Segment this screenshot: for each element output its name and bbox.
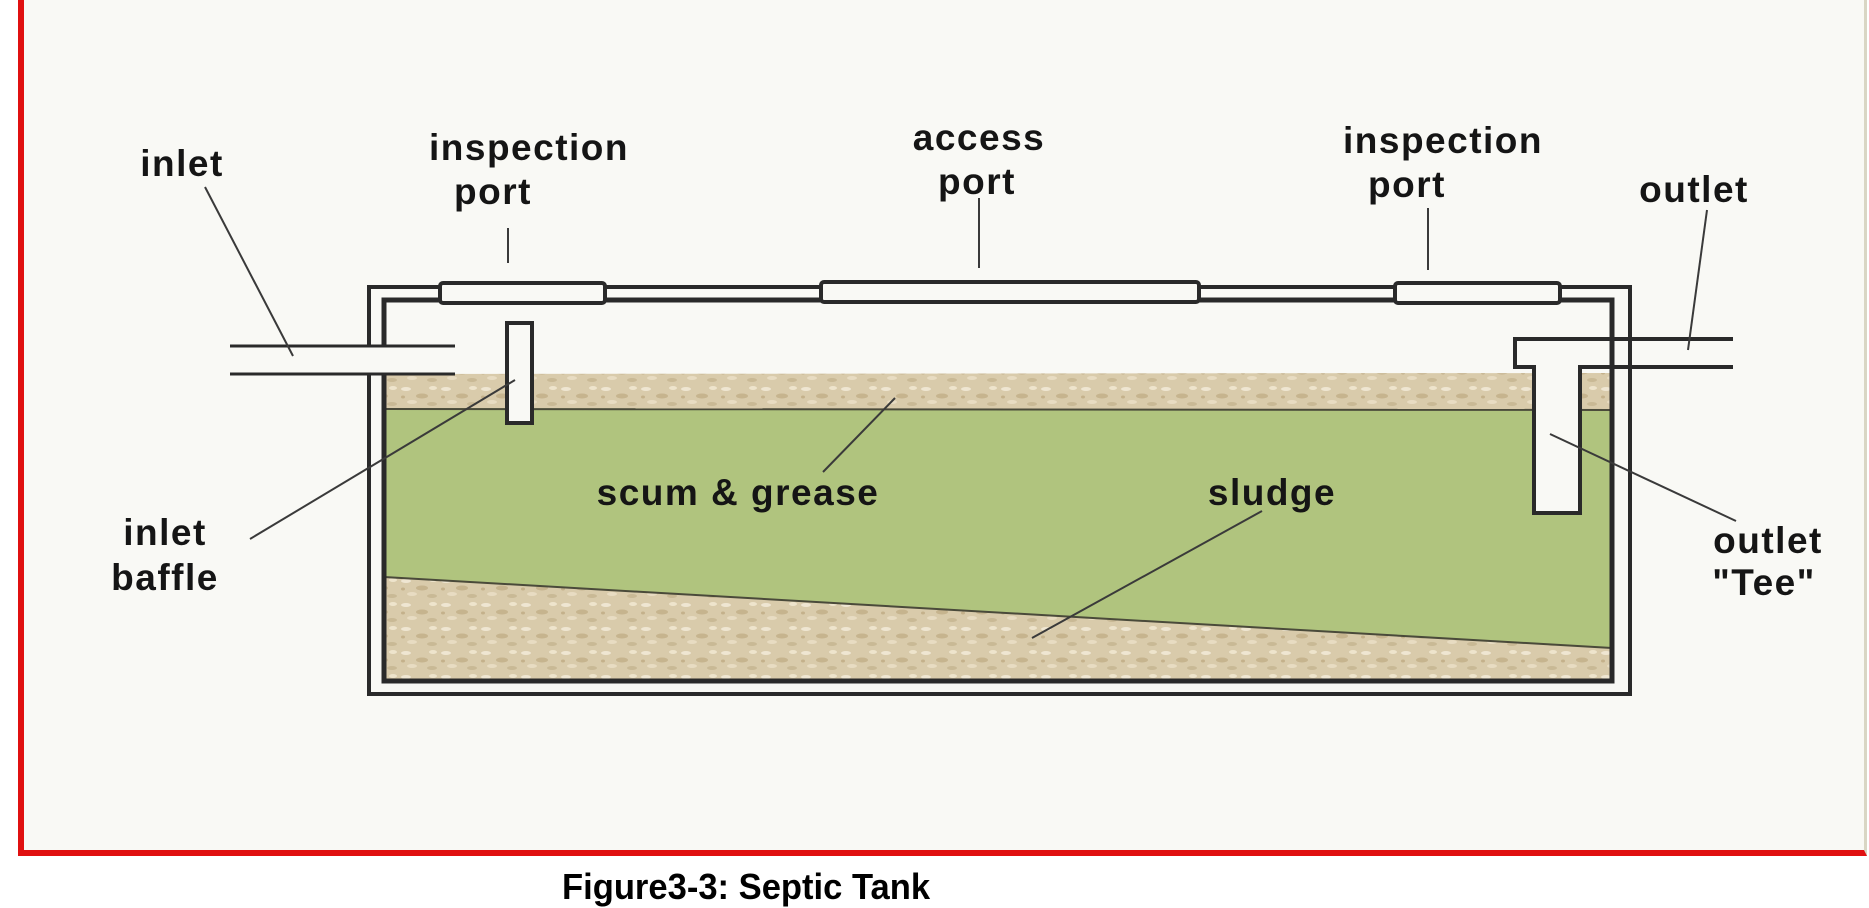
inlet-pipe <box>230 344 455 376</box>
label-inspection-left-line2: port <box>454 171 532 212</box>
scum-layer <box>384 373 1612 410</box>
leader-lines <box>204 186 1737 639</box>
label-inspection-right-line2: port <box>1368 164 1446 205</box>
label-inlet-baffle-line1: inlet <box>123 512 207 553</box>
label-inspection-right-line1: inspection <box>1343 120 1543 161</box>
inlet-baffle <box>505 321 534 425</box>
leader-outlet <box>1687 209 1708 351</box>
leader-inlet-baffle <box>249 379 516 540</box>
outlet-tee <box>1513 337 1733 515</box>
label-outlet: outlet <box>1639 169 1749 210</box>
figure-caption: Figure3-3: Septic Tank <box>562 866 931 907</box>
label-outlet-tee-line1: outlet <box>1713 520 1823 561</box>
inspection-port-left <box>438 281 607 305</box>
leader-outlet-tee <box>1549 433 1737 522</box>
inspection-port-right <box>1393 281 1562 305</box>
lid-ports <box>438 280 1562 305</box>
sludge-layer <box>384 577 1612 681</box>
access-port <box>819 280 1201 304</box>
label-outlet-tee-line2: "Tee" <box>1712 562 1816 603</box>
tank-contents <box>383 300 1613 681</box>
leader-sludge <box>1031 510 1263 639</box>
labels: inlet inspection port access port inspec… <box>111 117 1823 603</box>
label-access-line1: access <box>913 117 1045 158</box>
label-scum-grease: scum & grease <box>597 472 880 513</box>
leader-inlet <box>204 186 294 357</box>
label-access-line2: port <box>938 161 1016 202</box>
leader-scum <box>822 397 896 473</box>
label-inlet: inlet <box>140 143 224 184</box>
label-inspection-left-line1: inspection <box>429 127 629 168</box>
label-sludge: sludge <box>1208 472 1336 513</box>
label-inlet-baffle-line2: baffle <box>111 557 219 598</box>
